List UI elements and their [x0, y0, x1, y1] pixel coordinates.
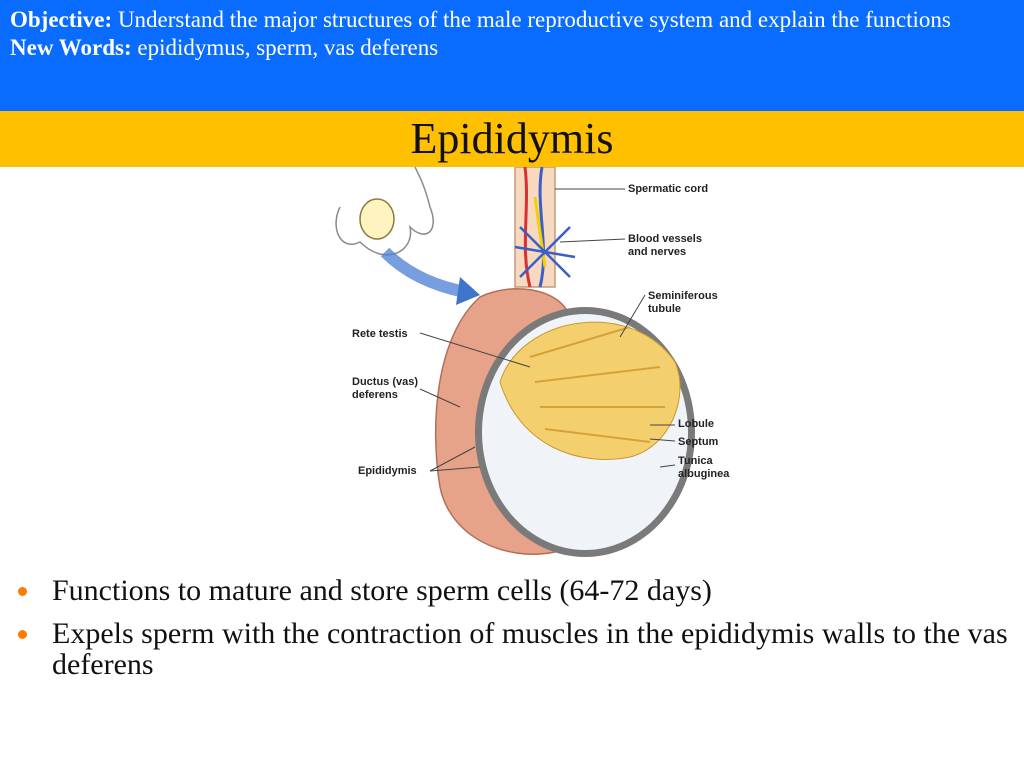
label-albuginea: albuginea: [678, 468, 730, 480]
vein: [538, 167, 546, 288]
label-septum: Septum: [678, 436, 719, 448]
seminiferous-tubules: [499, 321, 681, 460]
body-outline: [335, 167, 434, 256]
label-ductus: Ductus (vas): [352, 376, 418, 388]
bullet-text: Functions to mature and store sperm cell…: [52, 574, 712, 607]
label-deferens: deferens: [352, 389, 398, 401]
leader-lines: [419, 188, 676, 472]
slide-title: Epididymis: [410, 114, 614, 163]
septa: [529, 326, 665, 443]
label-seminiferous: Seminiferous: [648, 290, 718, 302]
label-and-nerves: and nerves: [628, 246, 686, 258]
label-epididymis: Epididymis: [358, 465, 417, 477]
zoom-arrowhead: [456, 277, 480, 305]
zoom-arrow: [380, 247, 467, 298]
new-words-line: New Words: epididymus, sperm, vas defere…: [10, 34, 1014, 62]
bullet-list: Functions to mature and store sperm cell…: [12, 575, 1012, 692]
bullet-dot-icon: [18, 630, 27, 639]
objective-label: Objective:: [10, 7, 113, 32]
objective-header: Objective: Understand the major structur…: [0, 0, 1024, 111]
objective-line: Objective: Understand the major structur…: [10, 6, 1014, 34]
label-lobule: Lobule: [678, 418, 714, 430]
label-blood-vessels: Blood vessels: [628, 233, 702, 245]
label-rete-testis: Rete testis: [352, 328, 408, 340]
title-bar: Epididymis: [0, 111, 1024, 167]
bullet-text: Expels sperm with the contraction of mus…: [52, 617, 1008, 681]
bullet-item: Expels sperm with the contraction of mus…: [12, 618, 1012, 680]
new-words-label: New Words:: [10, 35, 132, 60]
vessel-network: [514, 226, 576, 278]
inset-testis: [359, 198, 395, 240]
new-words-text: epididymus, sperm, vas deferens: [131, 35, 439, 60]
label-tunica: Tunica: [678, 455, 714, 467]
bullet-item: Functions to mature and store sperm cell…: [12, 575, 1012, 606]
artery: [523, 167, 532, 288]
testis-illustration: Spermatic cord Blood vessels and nerves …: [335, 167, 730, 557]
label-tubule: tubule: [648, 303, 681, 315]
objective-text: Understand the major structures of the m…: [112, 7, 951, 32]
label-spermatic-cord: Spermatic cord: [628, 183, 708, 195]
testis-diagram: Spermatic cord Blood vessels and nerves …: [330, 167, 750, 567]
bullet-dot-icon: [18, 587, 27, 596]
